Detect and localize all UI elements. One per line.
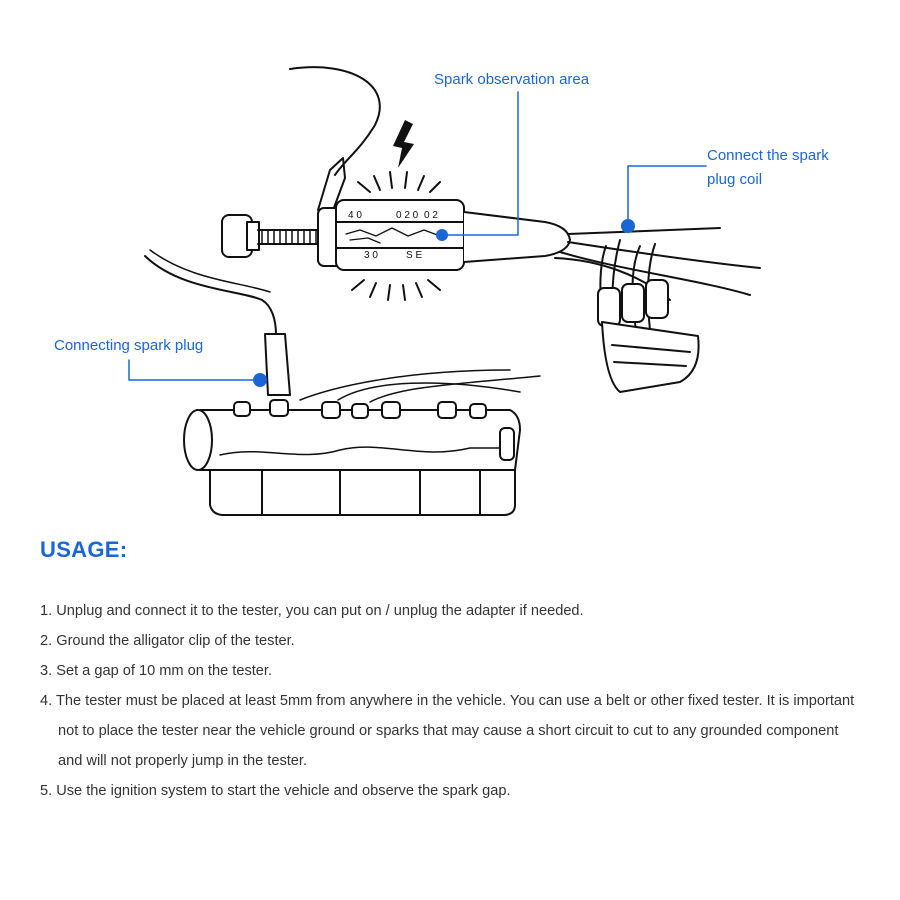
scale-bottom-left: 3 0 [364, 250, 378, 261]
spark-plug-text: Connecting spark plug [54, 337, 204, 354]
plug-dot [253, 373, 267, 387]
coil-dot [621, 219, 635, 233]
usage-step: 4. The tester must be placed at least 5m… [40, 693, 855, 769]
coil-label-line2: plug coil [707, 171, 763, 188]
spark-observation-text: Spark observation area [434, 71, 590, 88]
usage-steps: 1. Unplug and connect it to the tester, … [40, 596, 860, 806]
coil-label: Connect the spark plug coil [707, 144, 829, 192]
spark-plug-wire [144, 255, 277, 336]
spark-plug-boot [264, 333, 291, 396]
usage-heading: USAGE: [40, 537, 128, 562]
observation-dot [436, 229, 448, 241]
usage-step: 2. Ground the alligator clip of the test… [40, 633, 295, 649]
coil-pack [597, 239, 700, 393]
usage-step: 3. Set a gap of 10 mm on the tester. [40, 663, 273, 679]
ground-wire [289, 66, 381, 176]
spark-rays-top-icon [357, 171, 441, 193]
spark-plug-label: Connecting spark plug [54, 334, 203, 358]
coil-label-line1: Connect the spark [707, 147, 829, 164]
threaded-rod [257, 229, 323, 245]
usage-step: 1. Unplug and connect it to the tester, … [40, 603, 584, 619]
scale-top-mid: 0 2 0 [396, 210, 419, 221]
spark-rays-bottom-icon [351, 279, 441, 301]
scale-top-right: 0 2 [424, 210, 438, 221]
observation-leader [441, 91, 519, 236]
usage-step: 5. Use the ignition system to start the … [40, 783, 511, 799]
spark-observation-label: Spark observation area [434, 68, 589, 92]
engine-block [183, 369, 541, 516]
spark-tester-diagram: 4 0 0 2 0 0 2 3 0 S E [128, 66, 761, 516]
tester-tail [463, 211, 571, 263]
coil-leader [627, 165, 707, 225]
scale-top-left: 4 0 [348, 210, 362, 221]
lightning-bolt-icon [393, 120, 414, 168]
scale-bottom-right: S E [406, 250, 422, 261]
plug-leader [128, 359, 259, 381]
